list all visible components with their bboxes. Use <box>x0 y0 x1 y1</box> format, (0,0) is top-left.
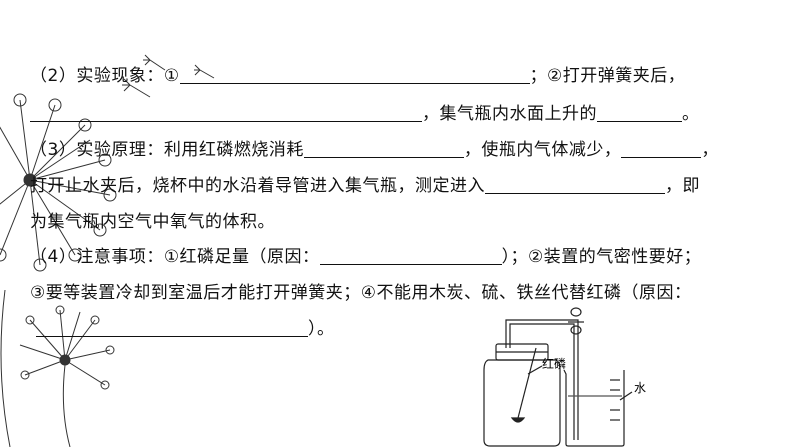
spring-clamp <box>568 307 584 335</box>
glass-tube <box>505 319 579 440</box>
answer-blank <box>319 246 502 265</box>
answer-blank <box>303 139 464 158</box>
line-6: （4）注意事项：①红磷足量（原因： ）；②装置的气密性要好； <box>30 246 701 268</box>
text-segment: 。 <box>682 104 700 124</box>
dandelion-decoration <box>0 54 215 447</box>
line-2: ，集气瓶内水面上升的 。 <box>30 103 700 125</box>
beaker <box>563 369 625 447</box>
text-segment: 为集气瓶内空气中氧气的体积。 <box>30 212 275 232</box>
answer-blank <box>597 103 682 122</box>
line-5: 为集气瓶内空气中氧气的体积。 <box>30 211 275 233</box>
line-4: 打开止水夹后，烧杯中的水沿着导管进入集气瓶，测定进入 ，即 <box>30 175 700 197</box>
text-segment: （2）实验现象：① <box>30 66 180 86</box>
answer-blank <box>485 175 665 194</box>
text-segment: （4）注意事项：①红磷足量（原因： <box>30 247 320 267</box>
line-3: （3）实验原理：利用红磷燃烧消耗 ，使瓶内气体减少， ， <box>30 139 719 161</box>
answer-blank <box>621 139 702 158</box>
line-8: ）。 <box>36 318 335 340</box>
text-segment: ；②打开弹簧夹后， <box>529 66 686 86</box>
line-7: ③要等装置冷却到室温后才能打开弹簧夹；④不能用木炭、硫、铁丝代替红磷（原因： <box>30 282 691 304</box>
text-segment: ，使瓶内气体减少， <box>463 140 622 160</box>
label-red-phosphorus: 红磷 <box>542 356 566 371</box>
text-segment: ③要等装置冷却到室温后才能打开弹簧夹；④不能用木炭、硫、铁丝代替红磷（原因： <box>30 283 692 303</box>
combustion-spoon <box>517 347 537 419</box>
apparatus-diagram: 红磷 水 <box>483 307 646 447</box>
text-segment: （3）实验原理：利用红磷燃烧消耗 <box>30 140 304 160</box>
text-segment: ）。 <box>308 319 335 339</box>
text-segment: ）；②装置的气密性要好； <box>501 247 702 267</box>
label-water: 水 <box>634 381 646 395</box>
text-segment: ， <box>701 140 719 160</box>
text-segment: 打开止水夹后，烧杯中的水沿着导管进入集气瓶，测定进入 <box>30 176 485 196</box>
text-segment: ，集气瓶内水面上升的 <box>422 104 597 124</box>
answer-blank <box>30 103 422 122</box>
answer-blank <box>36 318 308 337</box>
text-segment: ，即 <box>665 176 700 196</box>
answer-blank <box>179 65 530 84</box>
line-1: （2）实验现象：① ；②打开弹簧夹后， <box>30 65 685 87</box>
gas-bottle <box>483 359 561 447</box>
